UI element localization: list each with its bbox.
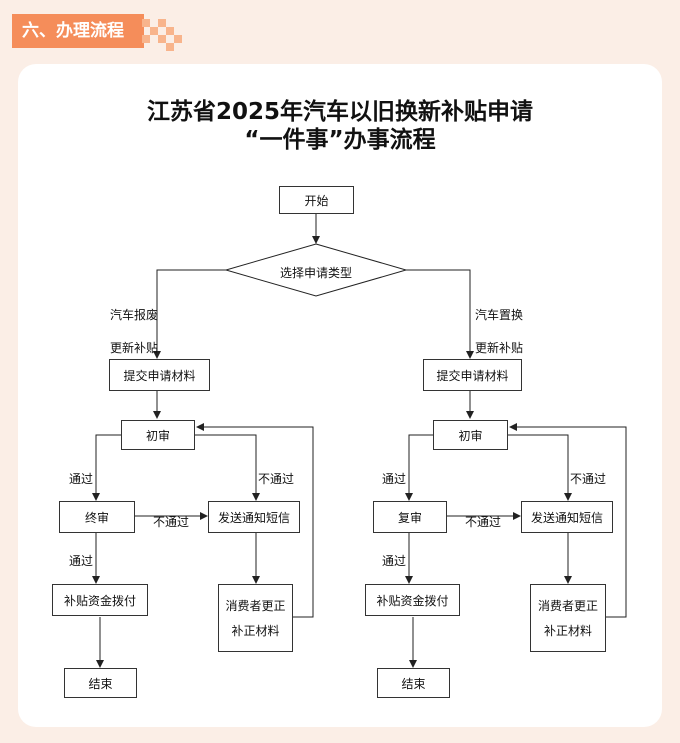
decision-label: 选择申请类型 (280, 266, 353, 280)
right-correction-line2: 补正材料 (543, 624, 592, 638)
section-header: 六、办理流程 (12, 14, 144, 48)
left-branch-label-line1: 汽车报废 (110, 308, 159, 322)
left-first-fail-label: 不通过 (258, 472, 295, 486)
left-second-pass-label: 通过 (69, 554, 94, 568)
left-first-review-node: 初审 (121, 420, 195, 450)
left-branch-label-line2: 更新补贴 (110, 341, 159, 355)
right-second-pass-label: 通过 (382, 554, 407, 568)
left-correction-node: 消费者更正 补正材料 (218, 584, 293, 652)
right-end-node: 结束 (377, 668, 450, 698)
left-correction-line1: 消费者更正 (225, 599, 286, 613)
left-correction-line2: 补正材料 (231, 624, 280, 638)
left-second-fail-label: 不通过 (153, 515, 190, 529)
left-first-pass-label: 通过 (69, 472, 94, 486)
right-payout-node: 补贴资金拨付 (365, 584, 460, 616)
right-second-fail-label: 不通过 (465, 515, 502, 529)
right-correction-line1: 消费者更正 (537, 599, 598, 613)
left-submit-node: 提交申请材料 (109, 359, 210, 391)
decorative-checker (142, 19, 182, 51)
right-notify-node: 发送通知短信 (521, 501, 613, 533)
left-end-node: 结束 (64, 668, 137, 698)
right-first-pass-label: 通过 (382, 472, 407, 486)
right-correction-node: 消费者更正 补正材料 (530, 584, 606, 652)
right-branch-label-line2: 更新补贴 (475, 341, 524, 355)
right-first-fail-label: 不通过 (570, 472, 607, 486)
left-payout-node: 补贴资金拨付 (52, 584, 148, 616)
right-first-review-node: 初审 (433, 420, 508, 450)
right-submit-node: 提交申请材料 (423, 359, 522, 391)
diagram-title-line2: “一件事”办事流程 (244, 127, 436, 153)
start-node: 开始 (279, 186, 354, 214)
right-second-review-node: 复审 (373, 501, 447, 533)
left-notify-node: 发送通知短信 (208, 501, 300, 533)
diagram-title-line1: 江苏省2025年汽车以旧换新补贴申请 (146, 99, 533, 125)
right-branch-label-line1: 汽车置换 (475, 308, 524, 322)
left-final-review-node: 终审 (59, 501, 135, 533)
